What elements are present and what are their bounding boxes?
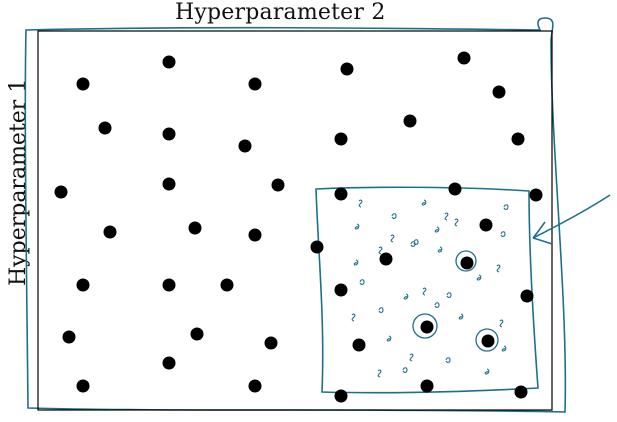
fine-sample-mark [445,357,451,363]
fine-sample-mark [351,313,356,322]
fine-sample-mark [503,204,509,210]
sample-point [162,127,176,141]
highlight-ring [475,328,499,352]
sample-point [481,334,495,348]
fine-sample-mark [378,307,384,313]
fine-sample-mark [390,234,395,243]
sample-point [190,327,204,341]
sample-point [271,178,285,192]
sample-point [448,182,462,196]
fine-sample-mark [354,223,360,230]
sample-point [162,356,176,370]
sample-point [420,379,434,393]
sample-point [479,218,493,232]
sample-point [334,389,348,403]
sample-point [62,330,76,344]
highlighted-points [412,250,499,352]
sample-point [76,278,90,292]
sample-point [379,252,393,266]
fine-sample-mark [377,369,382,378]
sample-point [76,379,90,393]
fine-sample-mark [437,246,443,253]
fine-samples [351,199,509,378]
sample-point [248,379,262,393]
fine-sample-mark [403,293,409,300]
sample-point [352,338,366,352]
fine-sample-mark [454,218,459,227]
sample-point [492,85,506,99]
fine-sample-mark [501,345,507,352]
search-space-box [37,30,553,411]
sample-point [248,228,262,242]
sample-point [403,114,417,128]
sample-point [103,225,117,239]
sample-point [162,177,176,191]
sample-point [162,55,176,69]
fine-sample-mark [378,246,383,255]
sample-point [420,320,434,334]
sample-point [238,139,252,153]
fine-sample-mark [476,274,482,281]
sample-point [76,77,90,91]
fine-sample-mark [353,259,359,266]
fine-sample-mark [458,313,464,320]
sample-point [334,283,348,297]
sample-point [340,62,354,76]
fine-sample-mark [496,264,501,273]
sample-point [188,221,202,235]
fine-sample-mark [444,212,449,221]
sample-point [98,121,112,135]
fine-sample-mark [500,231,506,237]
sample-point [457,51,471,65]
sample-point [529,188,543,202]
fine-sample-mark [434,302,440,308]
sample-point [54,185,68,199]
sample-point [514,385,528,399]
fine-sample-mark [410,241,416,247]
sample-point [511,132,525,146]
sample-point [162,278,176,292]
fine-sample-mark [484,368,490,375]
hyperparameter-2-label: Hyperparameter 2 [175,0,386,25]
fine-sample-mark [359,279,365,285]
sample-point [520,289,534,303]
sample-point [220,278,234,292]
fine-sample-mark [409,353,414,362]
sample-point [310,240,324,254]
sample-point [460,256,474,270]
fine-sample-mark [446,292,452,298]
outer-search-region-outline [24,17,567,413]
sample-point [264,336,278,350]
fine-sample-mark [421,199,427,206]
highlight-ring [455,250,477,272]
sample-point [248,77,262,91]
fine-sample-mark [434,226,440,233]
fine-sample-mark [402,367,408,373]
fine-sample-mark [499,319,504,328]
fine-sample-mark [422,287,427,296]
fine-sample-mark [386,335,392,342]
zoomed-region-outline [315,186,539,394]
fine-sample-mark [391,213,397,219]
sample-point [334,132,348,146]
sample-points [54,51,543,403]
zoom-arrow [532,194,611,245]
fine-sample-mark [358,199,363,208]
sample-point [334,187,348,201]
highlight-ring [412,313,438,339]
